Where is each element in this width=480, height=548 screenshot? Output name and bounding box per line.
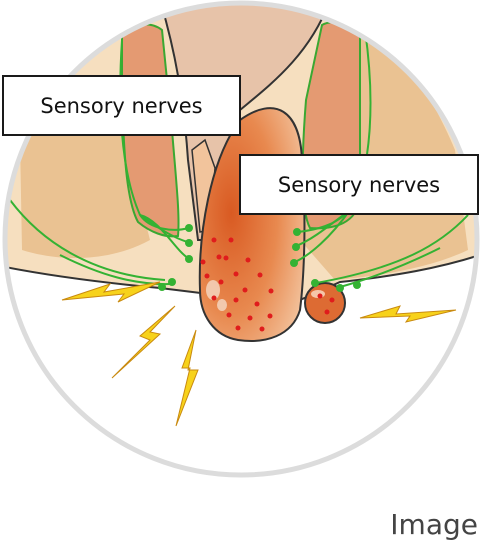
circle-border bbox=[2, 0, 480, 478]
inflammation-dots bbox=[200, 237, 335, 332]
sensory-nerves-label-right: Sensory nerves bbox=[239, 154, 479, 215]
sensory-nerves-label-left: Sensory nerves bbox=[2, 75, 241, 136]
image-caption: Image bbox=[390, 508, 478, 541]
label-text: Sensory nerves bbox=[277, 172, 441, 197]
nerve-endings bbox=[158, 224, 361, 292]
label-text: Sensory nerves bbox=[40, 93, 203, 118]
lightning-bolt-icon bbox=[61, 281, 457, 427]
left-tissue bbox=[20, 99, 150, 259]
nerves bbox=[9, 29, 469, 288]
